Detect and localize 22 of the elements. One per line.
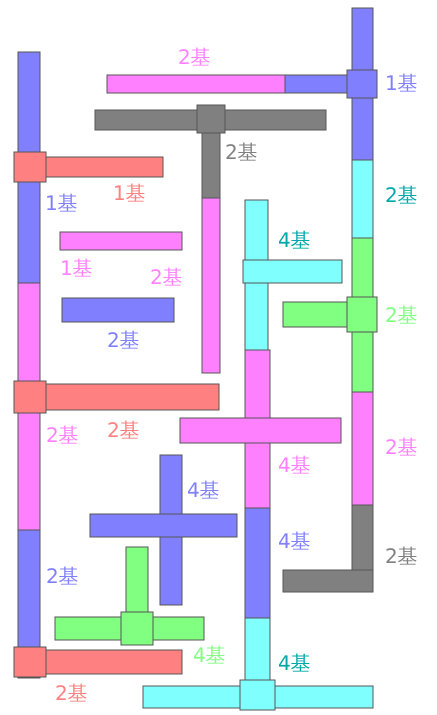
quantity-label: 4基: [193, 643, 226, 667]
quantity-label: 1基: [45, 191, 78, 215]
quantity-label: 2基: [385, 435, 418, 459]
quantity-label: 2基: [46, 564, 79, 588]
quantity-label: 4基: [278, 453, 311, 477]
quantity-label: 1基: [113, 181, 146, 205]
quantity-label: 1基: [60, 256, 93, 280]
quantity-label: 2基: [225, 140, 258, 164]
quantity-label: 2基: [178, 45, 211, 69]
quantity-label: 2基: [385, 303, 418, 327]
quantity-label: 1基: [385, 71, 418, 95]
quantity-label: 2基: [150, 265, 183, 289]
quantity-label: 2基: [55, 681, 88, 705]
quantity-label: 4基: [278, 529, 311, 553]
quantity-label: 2基: [107, 418, 140, 442]
quantity-label: 2基: [46, 423, 79, 447]
quantity-label: 2基: [385, 544, 418, 568]
quantity-label: 4基: [278, 228, 311, 252]
quantity-label: 2基: [107, 328, 140, 352]
quantity-label: 2基: [385, 183, 418, 207]
quantity-label: 4基: [278, 651, 311, 675]
quantity-label: 4基: [187, 478, 220, 502]
